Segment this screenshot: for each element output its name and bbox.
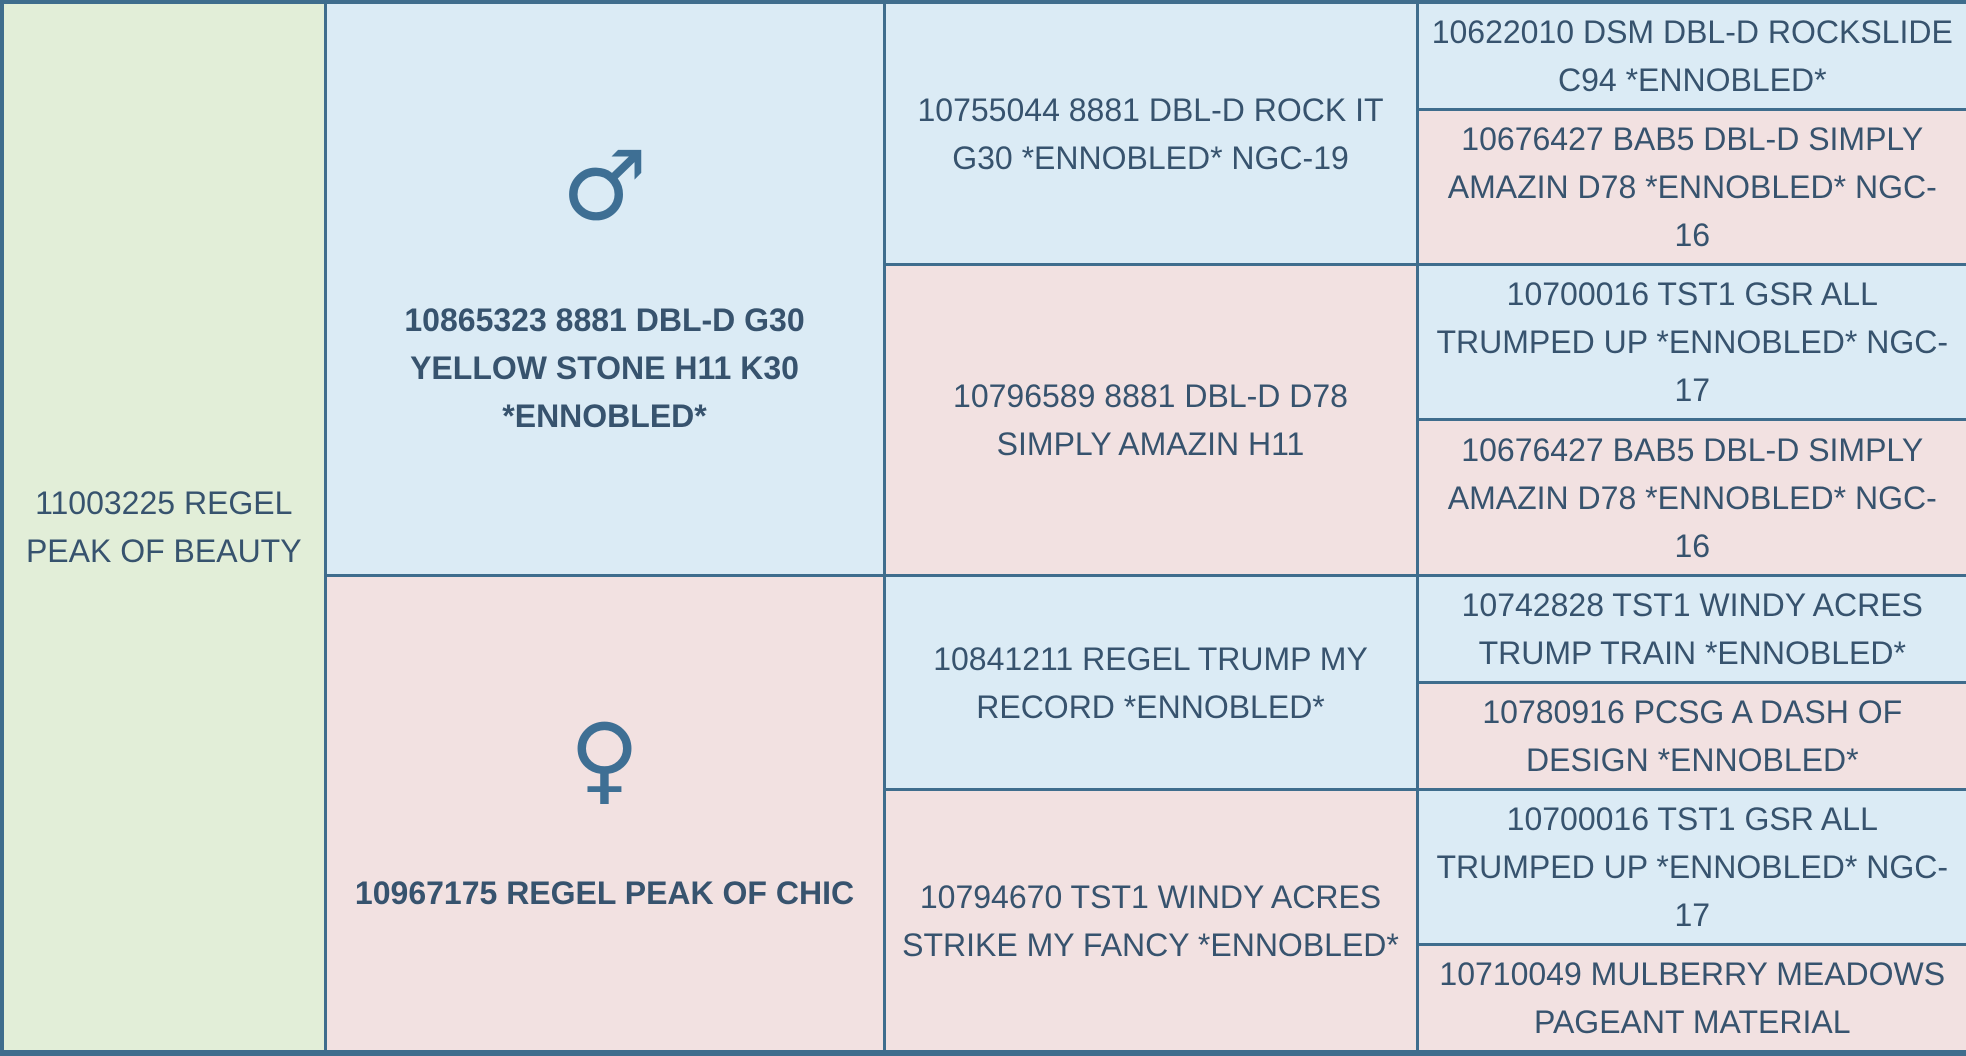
great-grandparent-cell-7: 10700016 TST1 GSR ALL TRUMPED UP *ENNOBL… xyxy=(1415,788,1966,946)
dams-sire-cell: 10841211 REGEL TRUMP MY RECORD *ENNOBLED… xyxy=(882,574,1419,791)
pedigree-row: ♀ 10967175 REGEL PEAK OF CHIC 10841211 R… xyxy=(2,574,1966,1055)
pedigree-row: 10676427 BAB5 DBL-D SIMPLY AMAZIN D78 *E… xyxy=(2,108,1966,266)
sire-cell: ♂ 10865323 8881 DBL-D G30 YELLOW STONE H… xyxy=(323,0,886,577)
great-grandparent-cell-8: 10710049 MULBERRY MEADOWS PAGEANT MATERI… xyxy=(1415,943,1966,1055)
great-grandparent-cell-1: 10622010 DSM DBL-D ROCKSLIDE C94 *ENNOBL… xyxy=(1415,0,1966,111)
pedigree-row: 10676427 BAB5 DBL-D SIMPLY AMAZIN D78 *E… xyxy=(2,418,1966,577)
subject-cell: 11003225 REGEL PEAK OF BEAUTY xyxy=(0,0,327,1055)
dams-dam-cell: 10794670 TST1 WINDY ACRES STRIKE MY FANC… xyxy=(882,788,1419,1055)
dam-name: 10967175 REGEL PEAK OF CHIC xyxy=(354,874,855,911)
great-grandparent-cell-5: 10742828 TST1 WINDY ACRES TRUMP TRAIN *E… xyxy=(1415,574,1966,684)
male-symbol-icon: ♂ xyxy=(561,130,648,242)
dam-cell: ♀ 10967175 REGEL PEAK OF CHIC xyxy=(323,574,886,1055)
pedigree-row: 10796589 8881 DBL-D D78 SIMPLY AMAZIN H1… xyxy=(2,263,1966,577)
great-grandparent-cell-2: 10676427 BAB5 DBL-D SIMPLY AMAZIN D78 *E… xyxy=(1415,108,1966,266)
sires-dam-cell: 10796589 8881 DBL-D D78 SIMPLY AMAZIN H1… xyxy=(882,263,1419,577)
pedigree-row: 10780916 PCSG A DASH OF DESIGN *ENNOBLED… xyxy=(2,681,1966,791)
great-grandparent-cell-4: 10676427 BAB5 DBL-D SIMPLY AMAZIN D78 *E… xyxy=(1415,418,1966,577)
great-grandparent-cell-3: 10700016 TST1 GSR ALL TRUMPED UP *ENNOBL… xyxy=(1415,263,1966,421)
pedigree-row: 10794670 TST1 WINDY ACRES STRIKE MY FANC… xyxy=(2,788,1966,1055)
sire-name: 10865323 8881 DBL-D G30 YELLOW STONE H11… xyxy=(404,302,805,434)
sires-sire-cell: 10755044 8881 DBL-D ROCK IT G30 *ENNOBLE… xyxy=(882,0,1419,266)
great-grandparent-cell-6: 10780916 PCSG A DASH OF DESIGN *ENNOBLED… xyxy=(1415,681,1966,791)
female-symbol-icon: ♀ xyxy=(569,702,640,815)
